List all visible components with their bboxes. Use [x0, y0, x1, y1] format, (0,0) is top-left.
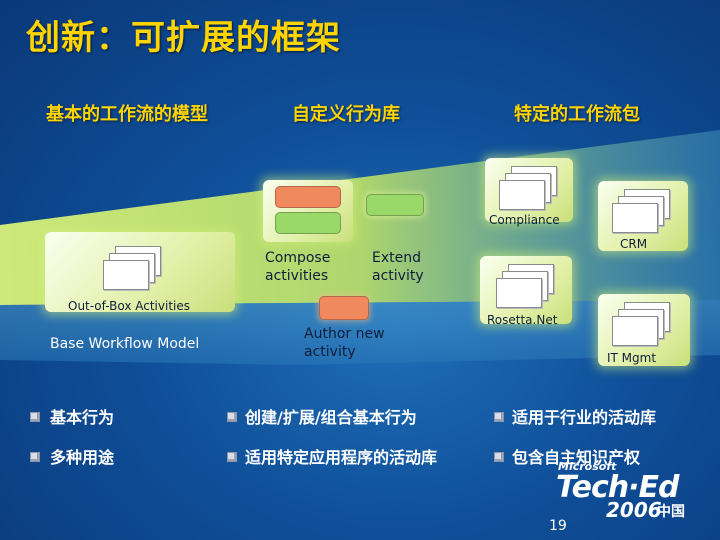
- compliance-label: Compliance: [489, 213, 560, 227]
- bullet-icon: [227, 452, 237, 462]
- logo-year: 2006: [606, 498, 662, 522]
- green-activity-block: [275, 212, 341, 234]
- compose-panel: [263, 180, 353, 242]
- bullet-icon: [494, 452, 504, 462]
- bullet-text: 基本行为: [50, 408, 115, 427]
- bullet-icon: [30, 412, 40, 422]
- crm-label: CRM: [620, 237, 648, 251]
- logo-microsoft: Microsoft: [558, 460, 617, 473]
- out-of-box-label: Out-of-Box Activities: [68, 299, 190, 313]
- activity-card: [496, 278, 542, 308]
- activity-card: [103, 260, 149, 290]
- bullet-text: 适用于行业的活动库: [512, 408, 657, 427]
- bullet-icon: [30, 452, 40, 462]
- bullet-text: 包含自主知识产权: [512, 448, 641, 467]
- author-new-activity-block: [319, 296, 369, 320]
- compose-activities-label: Compose activities: [265, 250, 331, 284]
- bullet-text: 多种用途: [50, 448, 115, 467]
- activity-card: [499, 180, 545, 210]
- slide-title: 创新：可扩展的框架: [26, 18, 341, 58]
- extend-activity-label: Extend activity: [372, 250, 424, 284]
- bullet-text: 适用特定应用程序的活动库: [245, 448, 438, 467]
- logo-country: 中国: [657, 504, 685, 520]
- rosettanet-label: Rosetta.Net: [487, 313, 558, 327]
- compliance-panel: [485, 158, 573, 222]
- logo-teched: Tech·Ed: [556, 470, 679, 505]
- activity-card: [612, 203, 658, 233]
- out-of-box-panel: [45, 232, 235, 312]
- it-mgmt-panel: [598, 294, 690, 366]
- activity-card: [612, 316, 658, 346]
- rosettanet-panel: [480, 256, 572, 324]
- extend-activity-block: [366, 194, 424, 216]
- crm-panel: [598, 181, 688, 251]
- bullet-text: 创建/扩展/组合基本行为: [245, 408, 417, 427]
- bullet-icon: [494, 412, 504, 422]
- author-new-activity-label: Author new activity: [304, 326, 385, 360]
- it-mgmt-label: IT Mgmt: [607, 351, 657, 365]
- base-workflow-model-label: Base Workflow Model: [50, 336, 200, 352]
- page-number: 19: [549, 518, 567, 534]
- column-heading-center: 自定义行为库: [292, 104, 400, 125]
- column-heading-right: 特定的工作流包: [514, 104, 640, 125]
- orange-activity-block: [275, 186, 341, 208]
- bullet-icon: [227, 412, 237, 422]
- column-heading-left: 基本的工作流的模型: [46, 104, 208, 125]
